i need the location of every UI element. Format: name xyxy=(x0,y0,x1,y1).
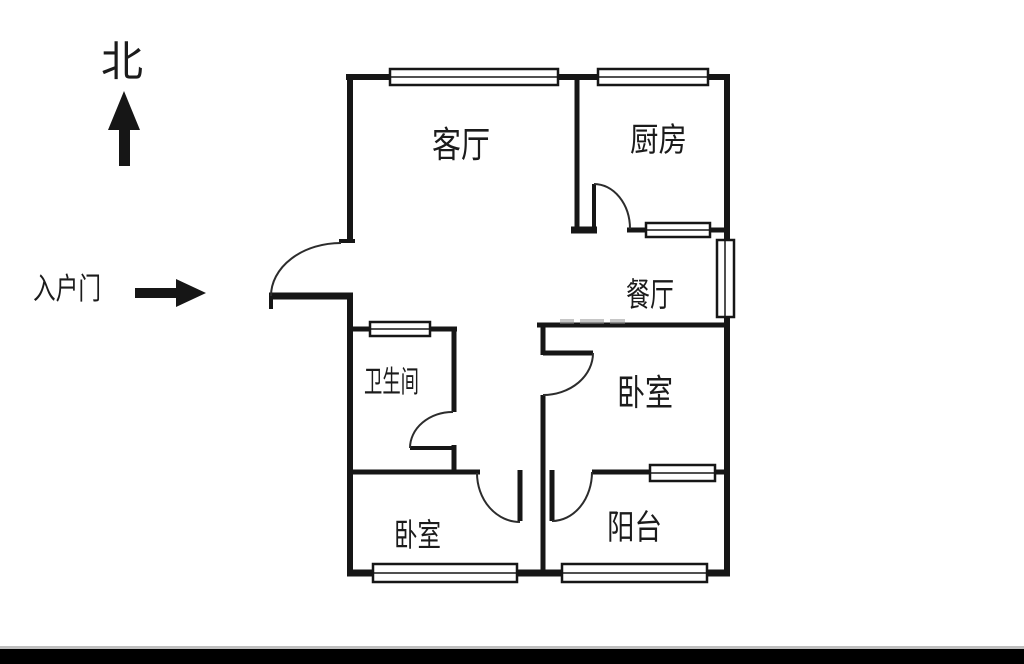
entry-label: 入户门 xyxy=(33,273,101,306)
balcony-door-arc xyxy=(551,471,593,522)
north-label: 北 xyxy=(101,38,143,85)
entry-arrow-icon xyxy=(135,279,206,307)
kitchen-label: 厨房 xyxy=(630,121,687,158)
bathroom-door-arc xyxy=(409,411,454,449)
bedroom-second-door-arc xyxy=(476,472,521,523)
north-arrow-icon xyxy=(108,91,140,166)
windows xyxy=(368,67,736,584)
living-room-label: 客厅 xyxy=(432,124,490,165)
bedroom-second-label: 卧室 xyxy=(394,517,441,553)
interior-walls xyxy=(348,77,730,573)
bedroom-main-label: 卧室 xyxy=(617,372,673,413)
entry-door-arc xyxy=(270,242,342,297)
watermark-smudge xyxy=(560,319,625,324)
bathroom-label: 卫生间 xyxy=(364,366,419,399)
dining-room-label: 餐厅 xyxy=(626,276,674,313)
doors xyxy=(270,183,631,523)
bottom-black-bar xyxy=(0,646,1024,664)
bedroom-main-door-arc xyxy=(542,352,594,396)
balcony-label: 阳台 xyxy=(607,509,662,547)
kitchen-door-arc xyxy=(593,183,631,230)
